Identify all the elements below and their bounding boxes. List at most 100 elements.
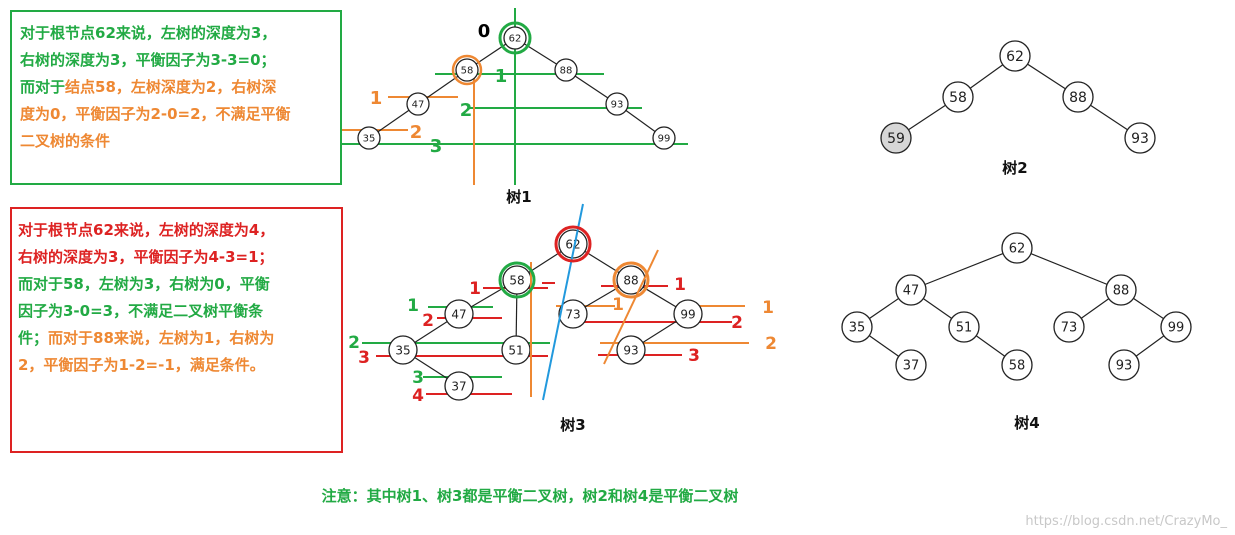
tree-node (1001, 232, 1033, 264)
depth-number: 2 (731, 313, 743, 333)
highlight-ring (451, 54, 483, 86)
axis-line (542, 203, 584, 401)
node-label: 93 (1131, 131, 1149, 147)
note-text: 注意：其中树1、树3都是平衡二叉树，树2和树4是平衡二叉树 (321, 487, 739, 505)
node-label: 51 (508, 343, 523, 357)
depth-number: 2 (410, 122, 423, 143)
depth-number: 1 (469, 279, 481, 299)
depth-number: 0 (478, 21, 491, 42)
explanation-line: 2，平衡因子为1-2=-1，满足条件。 (18, 352, 335, 379)
tree-node (616, 265, 646, 295)
explanation-line: 而对于结点58，左树深度为2，右树深 (20, 74, 334, 101)
node-label: 59 (887, 131, 905, 147)
depth-number: 4 (412, 386, 424, 406)
depth-number: 1 (407, 296, 419, 316)
explanation-line: 因子为3-0=3，不满足二叉树平衡条 (18, 298, 335, 325)
axis-line (603, 249, 659, 365)
tree-node (895, 349, 927, 381)
node-label: 62 (1006, 49, 1024, 65)
node-label: 58 (461, 66, 474, 77)
tree-node (1105, 274, 1137, 306)
node-label: 35 (395, 343, 410, 357)
tree-node (503, 26, 527, 50)
explanation-segment: 而对于 (20, 78, 66, 96)
node-label: 99 (658, 134, 671, 145)
node-label: 93 (611, 100, 624, 111)
depth-number: 2 (765, 334, 777, 354)
tree-node (1001, 349, 1033, 381)
tree-node (455, 58, 479, 82)
tree-node (1124, 122, 1156, 154)
tree-node (616, 335, 646, 365)
node-label: 47 (412, 100, 425, 111)
tree3-title: 树3 (560, 416, 585, 434)
depth-number: 2 (460, 100, 473, 121)
tree3-explanation-box: 对于根节点62来说，左树的深度为4， 右树的深度为3，平衡因子为4-3=1； 而对于… (10, 207, 343, 453)
tree1-title: 树1 (506, 188, 531, 206)
explanation-segment: 件； (18, 329, 49, 347)
tree4-title: 树4 (1014, 414, 1039, 432)
highlight-ring (498, 261, 536, 299)
node-label: 88 (1113, 284, 1130, 299)
depth-number: 1 (674, 275, 686, 295)
tree-node (357, 126, 381, 150)
explanation-segment: 而对于58，左树为3，右树为0，平衡 (18, 275, 270, 293)
tree-node (605, 92, 629, 116)
watermark: https://blog.csdn.net/CrazyMo_ (1025, 514, 1227, 529)
tree1-explanation-box: 对于根节点62来说，左树的深度为3， 右树的深度为3，平衡因子为3-3=0； 而对于… (10, 10, 342, 185)
tree-node (880, 122, 912, 154)
depth-number: 3 (358, 348, 370, 368)
tree-node (652, 126, 676, 150)
node-label: 88 (1069, 90, 1087, 106)
node-label: 37 (451, 379, 466, 393)
node-label: 62 (565, 237, 580, 251)
node-label: 99 (1168, 321, 1185, 336)
depth-number: 1 (612, 295, 624, 315)
tree-node (1053, 311, 1085, 343)
node-label: 99 (680, 307, 695, 321)
depth-number: 1 (495, 66, 508, 87)
explanation-line: 件；而对于88来说，左树为1，右树为 (18, 325, 335, 352)
explanation-segment: 右树的深度为3，平衡因子为4-3=1； (18, 248, 274, 266)
tree-node (1062, 81, 1094, 113)
node-label: 58 (509, 273, 524, 287)
depth-number: 2 (422, 311, 434, 331)
explanation-line: 右树的深度为3，平衡因子为4-3=1； (18, 244, 335, 271)
explanation-line: 度为0，平衡因子为2-0=2，不满足平衡 (20, 101, 334, 128)
explanation-segment: 度为0，平衡因子为2-0=2，不满足平衡 (20, 105, 291, 123)
explanation-segment: 右树的深度为3，平衡因子为3-3=0； (20, 51, 276, 69)
explanation-segment: 2，平衡因子为1-2=-1，满足条件。 (18, 356, 265, 374)
node-label: 35 (363, 134, 376, 145)
tree-node (388, 335, 418, 365)
depth-number: 3 (430, 136, 443, 157)
highlight-ring (612, 261, 650, 299)
depth-number: 2 (348, 333, 360, 353)
depth-number: 3 (688, 346, 700, 366)
node-label: 51 (956, 321, 973, 336)
node-label: 88 (623, 273, 638, 287)
node-label: 58 (1009, 359, 1026, 374)
node-label: 47 (451, 307, 466, 321)
highlight-ring (498, 21, 532, 55)
tree2-title: 树2 (1002, 159, 1027, 177)
tree-node (444, 299, 474, 329)
tree-node (1160, 311, 1192, 343)
depth-number: 3 (412, 368, 424, 388)
explanation-line: 右树的深度为3，平衡因子为3-3=0； (20, 47, 334, 74)
tree-edge (910, 247, 1018, 291)
node-label: 93 (623, 343, 638, 357)
node-label: 47 (903, 284, 920, 299)
tree-node (942, 81, 974, 113)
explanation-segment: 结点58，左树深度为2，右树深 (65, 78, 277, 96)
tree-node (558, 299, 588, 329)
tree-node (948, 311, 980, 343)
tree-node (1108, 349, 1140, 381)
tree-node (406, 92, 430, 116)
tree-edge (1016, 247, 1122, 291)
node-label: 35 (849, 321, 866, 336)
explanation-segment: 对于根节点62来说，左树的深度为3， (20, 24, 277, 42)
depth-number: 1 (370, 88, 383, 109)
explanation-line: 对于根节点62来说，左树的深度为4， (18, 217, 335, 244)
node-label: 88 (560, 66, 573, 77)
